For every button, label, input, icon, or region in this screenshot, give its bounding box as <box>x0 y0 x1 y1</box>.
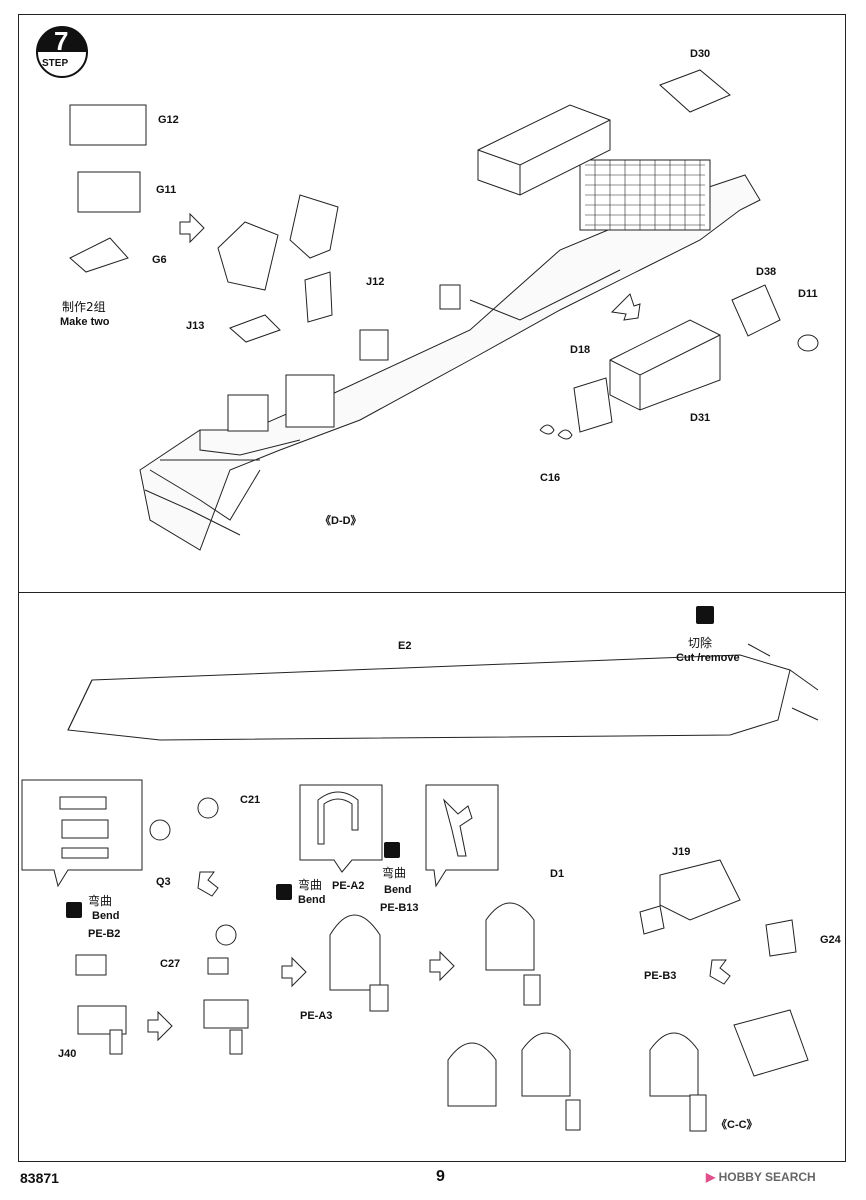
part-label-pe-b3: PE-B3 <box>644 970 677 982</box>
part-label-j13: J13 <box>186 320 205 332</box>
bend-cn-3: 弯曲 <box>382 866 407 880</box>
bend-icon <box>384 842 400 858</box>
watermark-logo-icon: ▶ <box>706 1170 716 1184</box>
armour-left-drawing <box>217 221 279 291</box>
view-label-cc: 《C-C》 <box>716 1119 758 1131</box>
part-label-pe-a2: PE-A2 <box>332 880 365 892</box>
bend-icon <box>66 902 82 918</box>
bend-en-2: Bend <box>298 894 326 906</box>
panel-divider <box>18 592 846 593</box>
make-two-cn: 制作2组 <box>62 300 106 314</box>
part-label-d38: D38 <box>756 266 777 278</box>
part-label-q3: Q3 <box>156 876 171 888</box>
kit-code: 83871 <box>20 1170 59 1186</box>
assembly-arrows <box>147 212 731 1042</box>
part-label-g6: G6 <box>152 254 167 266</box>
part-label-j40: J40 <box>58 1048 77 1060</box>
page-number: 9 <box>436 1168 445 1185</box>
part-label-c16: C16 <box>540 472 561 484</box>
part-label-d11: D11 <box>798 288 818 300</box>
cut-arrows <box>747 643 819 721</box>
bend-cn-1: 弯曲 <box>88 894 113 908</box>
part-label-c21: C21 <box>240 794 261 806</box>
step-circle-icon <box>36 26 88 78</box>
page-frame <box>18 14 846 1162</box>
parts-g-drawing <box>69 104 147 273</box>
view-label-dd: 《D-D》 <box>320 515 362 527</box>
make-two-en: Make two <box>60 316 110 328</box>
box-top-drawing <box>477 104 611 196</box>
part-j12-drawing <box>304 271 333 323</box>
step-number: 7 <box>54 26 69 56</box>
part-label-d18: D18 <box>570 344 591 356</box>
bottom-assemblies <box>75 797 809 1132</box>
bend-en-1: Bend <box>92 910 120 922</box>
part-label-e2: E2 <box>398 640 412 652</box>
bend-icon <box>276 884 292 900</box>
plate-d30-drawing <box>659 69 731 113</box>
callout-boxes <box>21 779 499 888</box>
watermark: ▶ HOBBY SEARCH <box>706 1170 816 1184</box>
part-label-d31: D31 <box>690 412 711 424</box>
part-label-d30: D30 <box>690 48 711 60</box>
part-label-pe-a3: PE-A3 <box>300 1010 333 1022</box>
part-label-g24: G24 <box>820 934 841 946</box>
part-label-j12: J12 <box>366 276 385 288</box>
bend-en-3: Bend <box>384 884 412 896</box>
part-j13-drawing <box>229 314 281 343</box>
part-label-pe-b13: PE-B13 <box>380 902 419 914</box>
cut-en: Cut /remove <box>676 652 740 664</box>
watermark-text: HOBBY SEARCH <box>718 1170 816 1184</box>
part-label-pe-b2: PE-B2 <box>88 928 121 940</box>
part-label-d1: D1 <box>550 868 565 880</box>
part-label-j19: J19 <box>672 846 691 858</box>
cut-icon <box>696 606 714 624</box>
box-d31-drawing <box>609 319 721 411</box>
step-label: STEP <box>42 58 69 69</box>
plate-d18-drawing <box>573 377 613 433</box>
hull-drawing <box>139 159 761 551</box>
part-label-g12: G12 <box>158 114 179 126</box>
step-badge: 7 STEP <box>34 24 90 80</box>
bend-cn-2: 弯曲 <box>298 878 323 892</box>
part-label-g11: G11 <box>156 184 177 196</box>
part-label-c27: C27 <box>160 958 181 970</box>
cut-cn: 切除 <box>688 636 713 650</box>
armour-right-drawing <box>289 194 339 259</box>
part-d38-drawing <box>731 284 781 337</box>
part-d11-drawing <box>797 334 819 352</box>
plate-e2-drawing <box>67 654 791 741</box>
